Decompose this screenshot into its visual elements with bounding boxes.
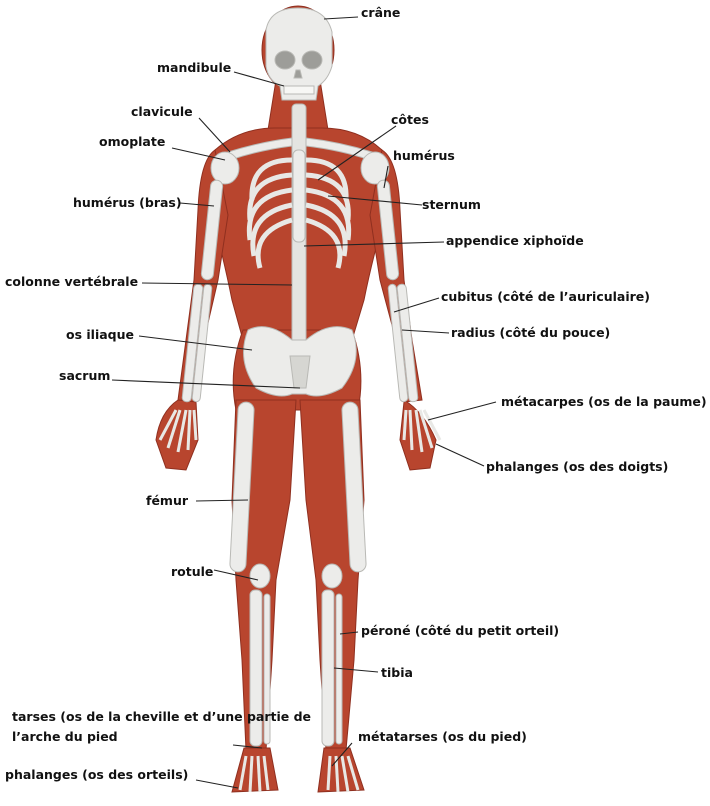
label-cotes: côtes bbox=[391, 112, 429, 128]
label-omoplate: omoplate bbox=[99, 134, 165, 150]
label-perone: péroné (côté du petit orteil) bbox=[361, 623, 559, 639]
label-femur: fémur bbox=[146, 493, 188, 509]
label-mandibule: mandibule bbox=[157, 60, 231, 76]
label-tibia: tibia bbox=[381, 665, 413, 681]
label-colonne-vertebrale: colonne vertébrale bbox=[5, 274, 138, 290]
label-os-iliaque: os iliaque bbox=[66, 327, 134, 343]
label-phalanges-doigts: phalanges (os des doigts) bbox=[486, 459, 668, 475]
label-radius: radius (côté du pouce) bbox=[451, 325, 610, 341]
label-phalanges-orteils: phalanges (os des orteils) bbox=[5, 767, 188, 783]
label-cubitus: cubitus (côté de l’auriculaire) bbox=[441, 289, 650, 305]
label-humerus: humérus bbox=[393, 148, 455, 164]
label-humerus-bras: humérus (bras) bbox=[73, 195, 182, 211]
label-appendice-xiphoide: appendice xiphoïde bbox=[446, 233, 584, 249]
label-clavicule: clavicule bbox=[131, 104, 193, 120]
label-sternum: sternum bbox=[422, 197, 481, 213]
label-tarses: tarses (os de la cheville et d’une parti… bbox=[12, 707, 312, 747]
label-metacarpes: métacarpes (os de la paume) bbox=[501, 394, 707, 410]
label-crane: crâne bbox=[361, 5, 400, 21]
label-rotule: rotule bbox=[171, 564, 213, 580]
label-sacrum: sacrum bbox=[59, 368, 110, 384]
label-metatarses: métatarses (os du pied) bbox=[358, 729, 527, 745]
